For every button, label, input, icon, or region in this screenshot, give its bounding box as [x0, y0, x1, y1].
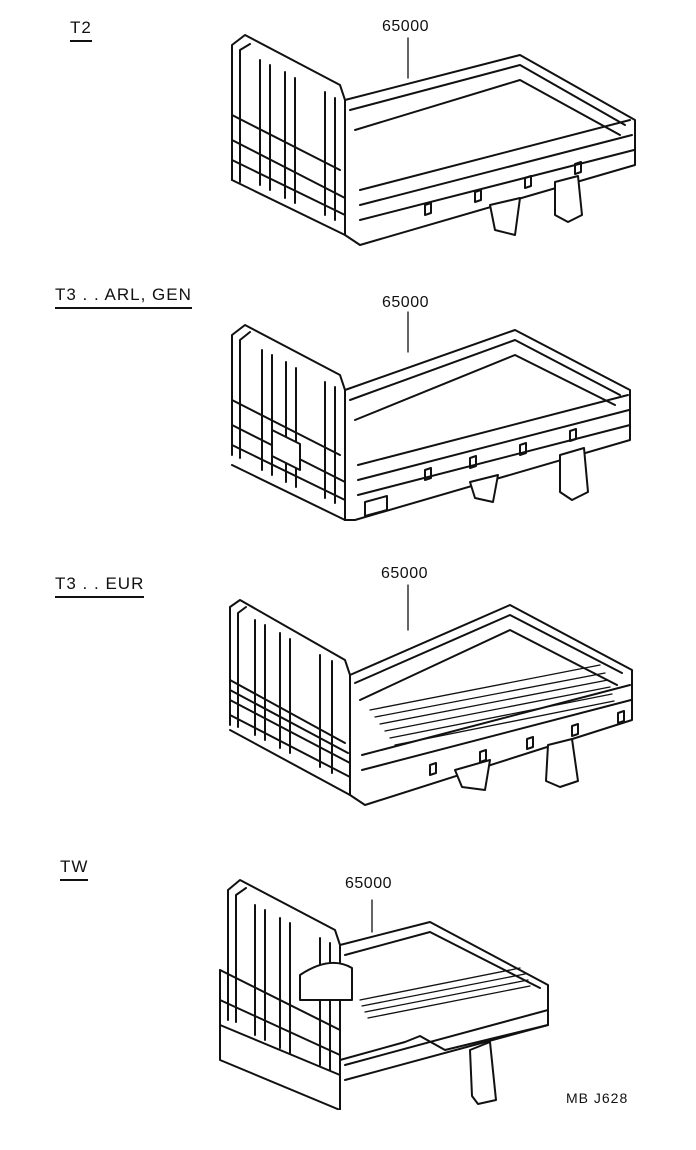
truck-deck-drawing-tw — [0, 860, 696, 1110]
variant-label-t3-arl-gen: T3 . . ARL, GEN — [55, 285, 192, 309]
variant-label-t3-eur: T3 . . EUR — [55, 574, 145, 598]
truck-deck-drawing-t3-eur — [0, 555, 696, 845]
part-number-label: 65000 — [345, 875, 392, 892]
diagram-code: MB J628 — [566, 1090, 629, 1106]
part-number-label: 65000 — [381, 565, 428, 582]
part-number-label: 65000 — [382, 294, 429, 311]
part-number-label: 65000 — [382, 18, 429, 35]
variant-label-tw: TW — [60, 857, 89, 881]
truck-deck-drawing-t3-arl-gen — [0, 270, 696, 555]
truck-deck-drawing-t2 — [0, 0, 696, 270]
variant-label-t2: T2 — [70, 18, 92, 42]
